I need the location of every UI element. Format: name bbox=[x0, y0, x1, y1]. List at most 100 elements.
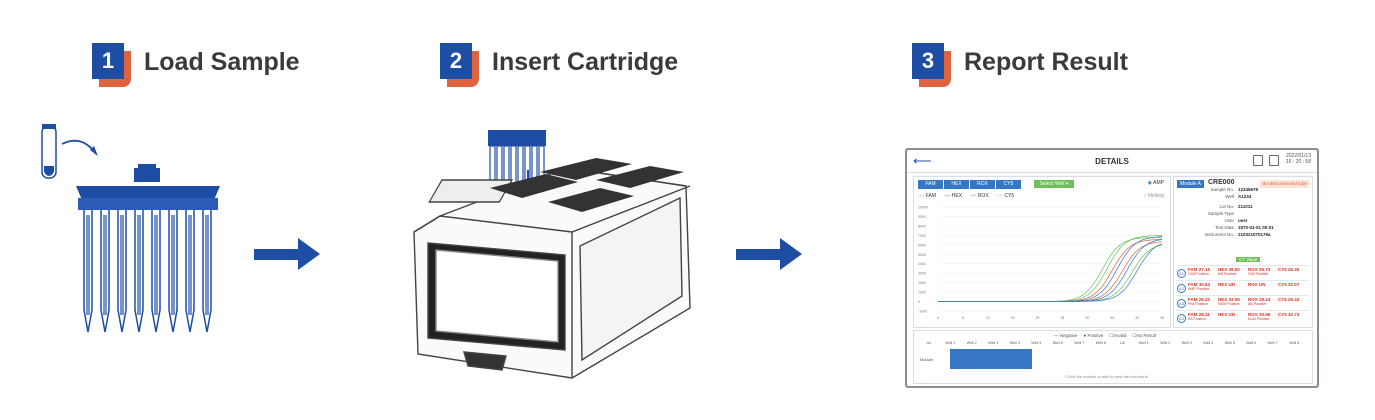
ct-cell: HEX UN bbox=[1218, 282, 1235, 287]
ct-result: IMI Positive bbox=[1218, 272, 1237, 276]
well-header-cell: Well 8 bbox=[1289, 341, 1300, 345]
ct-value: ROX 30.66 bbox=[1248, 312, 1271, 317]
step-1-header: 1 Load Sample bbox=[92, 40, 300, 87]
ct-value: HEX 33.09 bbox=[1218, 297, 1240, 302]
y-tick-label: 6000 bbox=[918, 243, 926, 247]
field-label: Well bbox=[1225, 194, 1234, 199]
pipette-tip-fill bbox=[188, 215, 192, 315]
export-icon[interactable] bbox=[1253, 155, 1263, 166]
ct-result: PA Positive bbox=[1188, 317, 1206, 321]
amplification-curve bbox=[938, 235, 1163, 302]
tab-cy5[interactable]: CY5 bbox=[996, 180, 1021, 189]
ct-cell: CY5 25.30 bbox=[1278, 267, 1299, 272]
legend-fam[interactable]: -○- FAM bbox=[918, 193, 937, 199]
screen-header: ⟵ DETAILS 2022/01/13 16 : 20 : 58 bbox=[907, 150, 1317, 173]
ct-value: HEX UN bbox=[1218, 282, 1236, 287]
pipette-tips-icon bbox=[83, 210, 212, 333]
well-header-cell: Well 5 bbox=[1224, 341, 1235, 345]
ct-value: ROX 25.73 bbox=[1248, 267, 1271, 272]
cartridge-illustration bbox=[41, 124, 220, 333]
legend-negative: — Negative bbox=[1054, 333, 1078, 338]
tab-rox[interactable]: ROX bbox=[970, 180, 995, 189]
channel-tabs: FAM HEX ROX CY5 bbox=[918, 180, 1022, 189]
step-title: Insert Cartridge bbox=[492, 47, 679, 76]
x-tick-label: 45 bbox=[1160, 316, 1164, 320]
legend-hex-label: HEX bbox=[951, 193, 963, 199]
ct-value: FAM 30.64 bbox=[1188, 282, 1211, 287]
arrow-right-icon bbox=[254, 238, 320, 270]
ct-result: GIM Positive bbox=[1248, 272, 1269, 276]
y-tick-label: 10000 bbox=[918, 206, 928, 210]
module-result-bar[interactable] bbox=[950, 349, 1032, 369]
ct-cell: ROX UN bbox=[1248, 282, 1266, 287]
well-header-cell: Lis bbox=[1119, 341, 1125, 345]
report-screen: ⟵ DETAILS 2022/01/13 16 : 20 : 58 FAM HE… bbox=[905, 148, 1319, 388]
warning-badge: ⊕ Interconnected tube bbox=[1260, 180, 1309, 188]
back-arrow-icon[interactable]: ⟵ bbox=[913, 153, 932, 168]
ct-result: Ecoli Positive bbox=[1248, 317, 1270, 321]
well-header-cell: Well 6 bbox=[1246, 341, 1257, 345]
field-value: 1970-01-01 00:01 bbox=[1238, 225, 1274, 230]
legend-rox[interactable]: -○- ROX bbox=[970, 193, 989, 199]
amplification-chart: 1000090008000700060005000400030002000100… bbox=[918, 206, 1164, 321]
y-tick-label: 3000 bbox=[918, 272, 926, 276]
sample-tube-icon bbox=[41, 124, 57, 179]
legend-cy5[interactable]: -○- CY5 bbox=[996, 193, 1015, 199]
cartridge-icon bbox=[76, 164, 220, 210]
y-tick-label: 0 bbox=[918, 300, 920, 304]
field-label: User bbox=[1224, 218, 1234, 223]
tab-hex[interactable]: HEX bbox=[944, 180, 969, 189]
well-id: A1 bbox=[1177, 269, 1186, 278]
step-number: 2 bbox=[440, 43, 472, 79]
ct-result: AB Positive bbox=[1248, 302, 1267, 306]
well-header-cell: Well 3 bbox=[988, 341, 999, 345]
date-text: 2022/01/13 bbox=[1285, 153, 1311, 159]
tab-fam[interactable]: FAM bbox=[918, 180, 943, 189]
well-header-cell: Lis bbox=[926, 341, 932, 345]
y-tick-label: 4000 bbox=[918, 262, 926, 266]
print-icon[interactable] bbox=[1269, 155, 1279, 166]
well-header-cell: Well 7 bbox=[1267, 341, 1278, 345]
well-header-cell: Well 8 bbox=[1095, 341, 1106, 345]
legend-no-result: ☐No Result bbox=[1132, 333, 1157, 338]
screen-title: DETAILS bbox=[1095, 156, 1129, 166]
legend-negative-label: Negative bbox=[1059, 333, 1078, 338]
radio-melting[interactable]: ○ Melting bbox=[1143, 193, 1164, 199]
field-label: Sample Type bbox=[1207, 211, 1234, 216]
curved-arrow-icon bbox=[61, 139, 97, 155]
select-well-dropdown[interactable]: Select Well ▾ bbox=[1034, 180, 1074, 188]
radio-amp-label: AMP bbox=[1153, 180, 1164, 186]
amplification-chart-panel: FAM HEX ROX CY5 Select Well ▾ ◉ AMP ○ Me… bbox=[913, 176, 1171, 328]
radio-amp[interactable]: ◉ AMP bbox=[1147, 180, 1164, 186]
step-number-badge: 3 bbox=[912, 43, 951, 87]
sample-info-panel: Module A CRE000 ⊕ Interconnected tube Sa… bbox=[1173, 176, 1313, 328]
x-tick-label: 25 bbox=[1060, 316, 1064, 320]
legend-fam-label: FAM bbox=[925, 193, 937, 199]
x-tick-label: 35 bbox=[1110, 316, 1114, 320]
well-header-cell: Well 1 bbox=[945, 341, 956, 345]
well-header-cell: Well 5 bbox=[1031, 341, 1042, 345]
field-label: Lot No. bbox=[1219, 204, 1234, 209]
legend-invalid-label: Invalid bbox=[1113, 333, 1127, 338]
well-header-cell: Well 1 bbox=[1138, 341, 1149, 345]
pipette-tip-fill bbox=[120, 215, 124, 315]
well-id: A3 bbox=[1177, 299, 1186, 308]
ct-value: ROX UN bbox=[1248, 282, 1266, 287]
field-label: Test Date bbox=[1214, 225, 1234, 230]
field-value: 210321070179a bbox=[1238, 232, 1271, 237]
legend-hex[interactable]: -○- HEX bbox=[944, 193, 963, 199]
arrow-right-icon bbox=[736, 238, 802, 270]
info-field: Test Date 1970-01-01 00:01 bbox=[1174, 225, 1312, 230]
